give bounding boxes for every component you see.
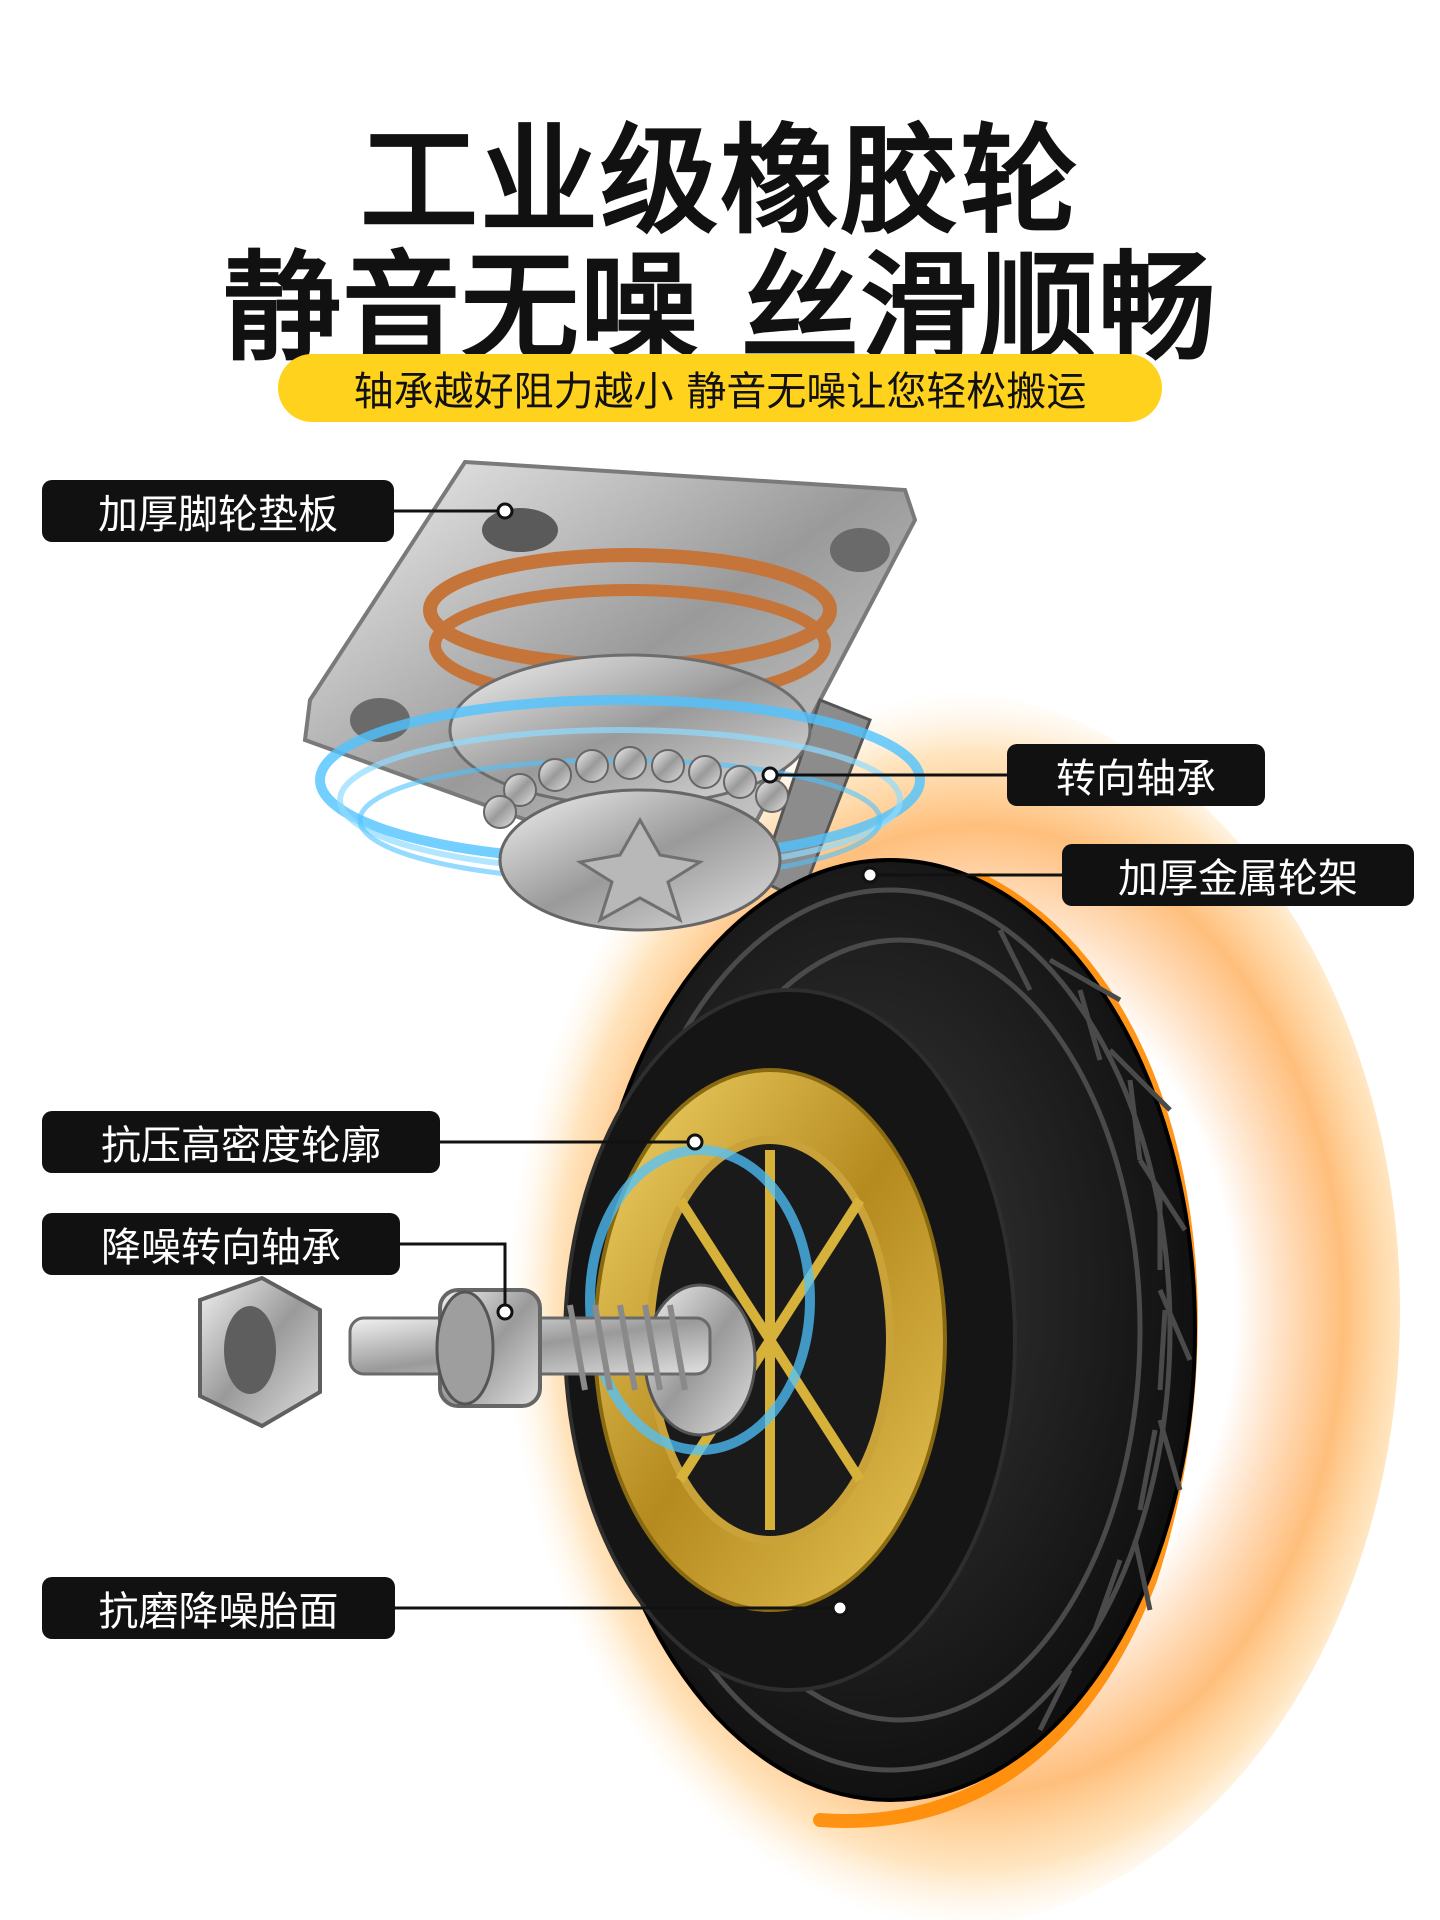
tagline-banner: 轴承越好阻力越小 静音无噪让您轻松搬运: [278, 354, 1162, 422]
plate-hole-right: [830, 528, 890, 572]
axle-spring: [567, 1304, 688, 1391]
callout-wheel-hub: 抗压高密度轮廓: [42, 1111, 440, 1173]
ball-bearing-ring: [483, 746, 789, 829]
callout-tread: 抗磨降噪胎面: [42, 1577, 395, 1639]
headline-line-1: 工业级橡胶轮: [359, 112, 1080, 250]
plate-hole-top: [482, 508, 558, 552]
blue-hub-glow: [585, 1145, 815, 1455]
leader-lines: [394, 509, 1062, 1610]
callout-metal-bracket: 加厚金属轮架: [1062, 844, 1414, 906]
callout-swivel-bearing: 转向轴承: [1007, 744, 1265, 806]
callout-mounting-plate: 加厚脚轮垫板: [42, 480, 394, 542]
lock-nut-hole: [224, 1306, 276, 1394]
callout-axle-bearing: 降噪转向轴承: [42, 1213, 400, 1275]
axle-bearing-face: [435, 1290, 495, 1406]
leader-dots: [496, 502, 879, 1617]
rivet-star: [575, 816, 705, 924]
